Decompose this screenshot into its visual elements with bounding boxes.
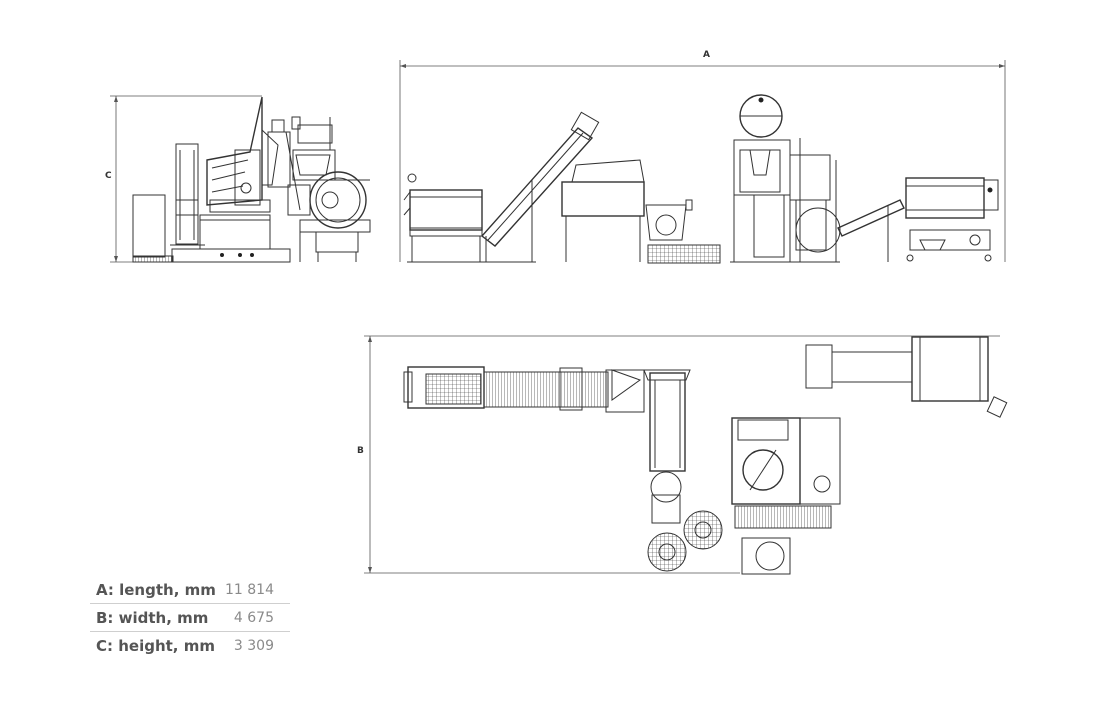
spec-value: 4 675 — [233, 609, 274, 626]
plan-view — [403, 336, 1008, 575]
dimension-a-label: A — [703, 50, 710, 60]
spec-label: A: length, mm — [96, 580, 216, 599]
dimension-b-label: B — [357, 446, 364, 456]
dimensions-table: A: length, mm 11 814 B: width, mm 4 675 … — [90, 576, 290, 659]
dimension-b: B — [357, 335, 1000, 574]
spec-value: 11 814 — [225, 581, 274, 598]
spec-value: 3 309 — [233, 637, 274, 654]
spec-row-width: B: width, mm 4 675 — [90, 604, 290, 632]
dimension-a: A — [399, 50, 1006, 262]
spec-row-length: A: length, mm 11 814 — [90, 576, 290, 604]
side-view — [132, 94, 999, 264]
dimension-c: C — [105, 95, 262, 263]
spec-label: C: height, mm — [96, 636, 215, 655]
spec-label: B: width, mm — [96, 608, 209, 627]
dimension-c-label: C — [105, 171, 112, 181]
spec-row-height: C: height, mm 3 309 — [90, 632, 290, 660]
